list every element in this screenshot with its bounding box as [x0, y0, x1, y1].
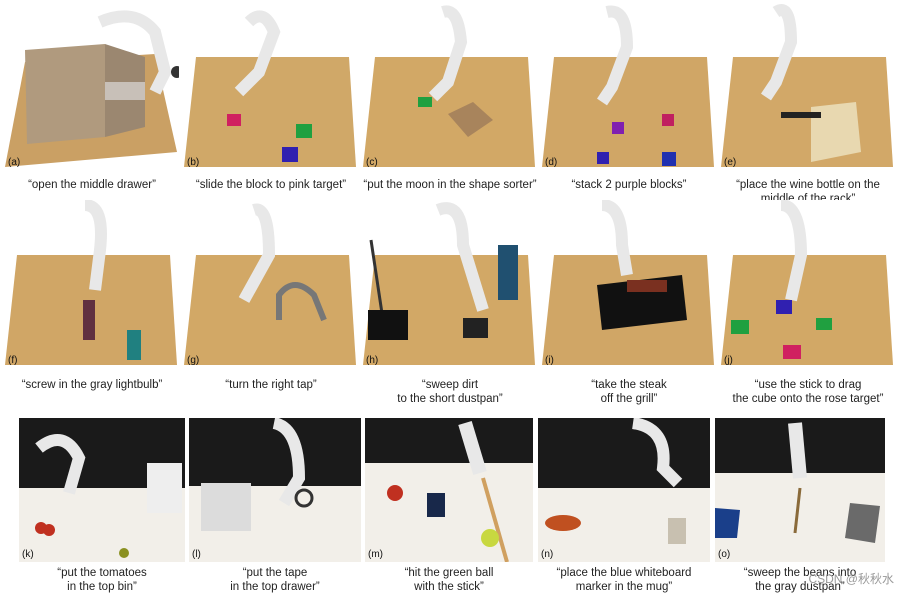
panel-k: (k) — [19, 418, 185, 562]
panel-a: (a) — [5, 2, 179, 170]
panel-label: (k) — [22, 549, 34, 560]
panel-o: (o) — [715, 418, 885, 562]
sim-scene-tap — [184, 200, 358, 368]
real-scene-tomatoes — [19, 418, 185, 562]
sim-scene-dustpan — [363, 200, 537, 368]
panel-label: (i) — [545, 355, 554, 366]
caption-i: “take the steak off the grill” — [591, 379, 667, 405]
real-scene-mug — [538, 418, 710, 562]
panel-label: (l) — [192, 549, 201, 560]
caption-j: “use the stick to drag the cube onto the… — [732, 379, 884, 405]
panel-l: (l) — [189, 418, 361, 562]
panel-label: (e) — [724, 157, 737, 168]
sim-scene-shape-sorter — [363, 2, 537, 170]
real-scene-beans — [715, 418, 885, 562]
panel-j: (j) — [721, 200, 895, 368]
real-scene-ball-stick — [365, 418, 533, 562]
panel-label: (b) — [187, 157, 200, 168]
sim-scene-slide-block — [184, 2, 358, 170]
sim-scene-lightbulb — [5, 200, 179, 368]
sim-scene-stack-blocks — [542, 2, 716, 170]
real-scene-drawer — [189, 418, 361, 562]
panel-m: (m) — [365, 418, 533, 562]
caption-f: “screw in the gray lightbulb” — [21, 379, 163, 391]
caption-c: “put the moon in the shape sorter” — [363, 179, 537, 191]
panel-label: (h) — [366, 355, 379, 366]
panel-d: (d) — [542, 2, 716, 170]
panel-label: (c) — [366, 157, 378, 168]
panel-label: (a) — [8, 157, 21, 168]
sim-scene-drawer — [5, 2, 179, 170]
panel-f: (f) — [5, 200, 179, 368]
panel-c: (c) — [363, 2, 537, 170]
panel-label: (n) — [541, 549, 554, 560]
panel-e: (e) — [721, 2, 895, 170]
caption-a: “open the middle drawer” — [28, 179, 156, 191]
panel-i: (i) — [542, 200, 716, 368]
sim-scene-grill — [542, 200, 716, 368]
sim-scene-wine-rack — [721, 2, 895, 170]
watermark: CSDN @秋秋水 — [808, 572, 894, 586]
panel-label: (d) — [545, 157, 558, 168]
panel-label: (f) — [8, 355, 18, 366]
caption-d: “stack 2 purple blocks” — [571, 179, 687, 191]
panel-label: (j) — [724, 355, 733, 366]
panel-b: (b) — [184, 2, 358, 170]
panel-label: (o) — [718, 549, 731, 560]
caption-b: “slide the block to pink target” — [195, 179, 347, 191]
panel-label: (m) — [368, 549, 383, 560]
panel-n: (n) — [538, 418, 710, 562]
panel-g: (g) — [184, 200, 358, 368]
caption-g: “turn the right tap” — [225, 379, 317, 391]
panel-h: (h) — [363, 200, 537, 368]
sim-scene-stick-drag — [721, 200, 895, 368]
panel-label: (g) — [187, 355, 200, 366]
caption-h: “sweep dirt to the short dustpan” — [397, 379, 503, 405]
